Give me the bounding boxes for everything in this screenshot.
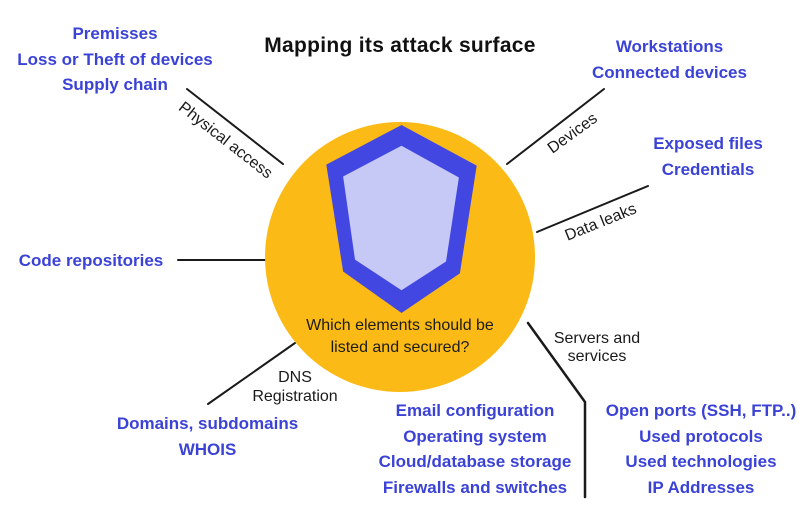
item-connected-devices: Connected devices <box>592 62 747 82</box>
center-question: Which elements should be listed and secu… <box>306 317 494 356</box>
bottom-center-items: Email configuration Operating system Clo… <box>375 398 575 500</box>
devices-items: Workstations Connected devices <box>572 34 767 85</box>
item-loss-theft-devices: Loss or Theft of devices <box>17 49 213 69</box>
branch-label-devices: Devices <box>544 109 601 158</box>
item-ip-addresses: IP Addresses <box>647 477 755 497</box>
item-credentials: Credentials <box>661 159 755 179</box>
item-code-repositories: Code repositories <box>18 251 164 270</box>
item-workstations: Workstations <box>615 37 724 56</box>
item-cloud-database-storage: Cloud/database storage <box>378 452 572 471</box>
item-open-ports: Open ports (SSH, FTP..) <box>605 401 797 420</box>
item-exposed-files: Exposed files <box>653 134 763 153</box>
shield-icon <box>326 125 477 313</box>
item-email-configuration: Email configuration <box>395 401 555 420</box>
code-repositories-items: Code repositories <box>11 248 171 274</box>
item-used-protocols: Used protocols <box>639 426 763 446</box>
data-leaks-items: Exposed files Credentials <box>618 131 798 182</box>
attack-surface-circle: Which elements should be listed and secu… <box>265 122 535 392</box>
servers-services-items: Open ports (SSH, FTP..) Used protocols U… <box>601 398 800 500</box>
item-operating-system: Operating system <box>403 426 547 446</box>
shield-inner-shape <box>343 145 459 291</box>
item-premisses: Premisses <box>72 24 158 43</box>
item-whois: WHOIS <box>178 439 237 459</box>
dns-registration-items: Domains, subdomains WHOIS <box>110 411 305 462</box>
item-supply-chain: Supply chain <box>62 75 168 94</box>
item-used-technologies: Used technologies <box>625 452 777 471</box>
item-domains-subdomains: Domains, subdomains <box>116 414 299 433</box>
item-firewalls-switches: Firewalls and switches <box>382 477 568 497</box>
page-title: Mapping its attack surface <box>264 34 536 57</box>
branch-label-dns-registration: DNS Registration <box>252 369 338 405</box>
branch-label-servers-services: Servers and services <box>553 330 641 365</box>
physical-access-items: Premisses Loss or Theft of devices Suppl… <box>10 21 220 98</box>
branch-label-physical-access: Physical access <box>175 98 276 183</box>
branch-label-data-leaks: Data leaks <box>562 200 640 245</box>
